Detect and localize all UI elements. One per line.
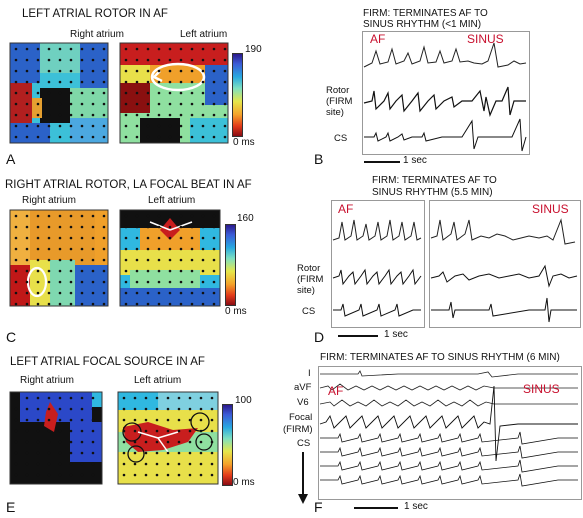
panel-e-right-atrium-label: Right atrium: [20, 375, 74, 386]
panel-d-title-line1: FIRM: TERMINATES AF TO: [372, 175, 497, 186]
panel-c-right-atrium-map: [9, 209, 109, 307]
panel-e-letter: E: [6, 499, 16, 515]
panel-c-left-atrium-label: Left atrium: [148, 195, 196, 206]
panel-d-rotor-label-1: Rotor: [297, 263, 321, 274]
panel-b-rotor-label-1: Rotor: [326, 85, 350, 96]
panel-d-scalebar-label: 1 sec: [384, 329, 408, 340]
panel-f-letter: F: [314, 499, 323, 515]
panel-d-af-label: AF: [338, 202, 354, 216]
panel-d-rotor-label-3: site): [297, 285, 315, 296]
panel-f-focal-label: Focal: [289, 412, 313, 423]
panel-b-letter: B: [314, 151, 324, 167]
panel-a-title: LEFT ATRIAL ROTOR IN AF: [22, 8, 168, 20]
panel-d-cs-label: CS: [302, 306, 316, 317]
panel-f-cs-label: CS: [297, 438, 311, 449]
panel-b-rotor-label-3: site): [326, 107, 344, 118]
panel-e-scale-min: 0 ms: [233, 477, 255, 488]
panel-e-left-atrium-map: [117, 391, 219, 485]
panel-b-scalebar: [364, 161, 400, 163]
panel-e-title: LEFT ATRIAL FOCAL SOURCE IN AF: [10, 356, 205, 368]
panel-a-colorbar: [232, 53, 243, 137]
panel-e-colorbar: [222, 404, 233, 486]
panel-d-letter: D: [314, 329, 325, 345]
panel-e-right-atrium-map: [9, 391, 103, 485]
panel-c-right-atrium-label: Right atrium: [22, 195, 76, 206]
panel-a-scale-min: 0 ms: [233, 137, 255, 148]
panel-f-scalebar-label: 1 sec: [404, 501, 428, 512]
panel-b-rotor-label-2: (FIRM: [326, 96, 353, 107]
panel-f-af-label: AF: [328, 384, 344, 398]
panel-d-title-line2: SINUS RHYTHM (5.5 MIN): [372, 187, 493, 198]
panel-d-trace-box-right: [429, 200, 581, 328]
panel-d-sinus-label: SINUS: [532, 202, 569, 216]
panel-f-arrow: [298, 452, 308, 504]
panel-c-scale-max: 160: [237, 213, 254, 224]
panel-a-right-atrium-label: Right atrium: [70, 29, 124, 40]
panel-c-colorbar: [225, 224, 236, 306]
panel-b-traces: [363, 42, 527, 152]
panel-e-left-atrium-label: Left atrium: [134, 375, 182, 386]
panel-b-title-line2: SINUS RHYTHM (<1 MIN): [363, 19, 482, 30]
panel-b-af-label: AF: [370, 32, 386, 46]
panel-a-letter: A: [6, 151, 16, 167]
panel-d-rotor-label-2: (FIRM: [297, 274, 324, 285]
panel-b-cs-label: CS: [334, 133, 348, 144]
panel-c-title: RIGHT ATRIAL ROTOR, LA FOCAL BEAT IN AF: [5, 179, 252, 191]
panel-d-scalebar: [338, 335, 378, 337]
panel-d-traces-left: [332, 219, 422, 317]
panel-f-trace-box: [318, 366, 582, 500]
panel-f-firm-label: (FIRM): [283, 424, 313, 435]
panel-b-trace-box: [362, 31, 530, 155]
panel-e-scale-max: 100: [235, 395, 252, 406]
panel-f-traces: [319, 370, 578, 487]
panel-a-left-atrium-label: Left atrium: [180, 29, 228, 40]
panel-f-lead-i-label: I: [308, 368, 311, 379]
panel-a-left-atrium-map: [119, 42, 229, 144]
panel-d-traces-right: [430, 218, 578, 323]
panel-b-title-line1: FIRM: TERMINATES AF TO: [363, 8, 488, 19]
panel-f-lead-avf-label: aVF: [294, 382, 312, 393]
panel-b-scalebar-label: 1 sec: [403, 155, 427, 166]
panel-c-scale-min: 0 ms: [225, 306, 247, 317]
panel-b-sinus-label: SINUS: [467, 32, 504, 46]
panel-f-scalebar: [354, 507, 398, 509]
panel-f-sinus-label: SINUS: [523, 382, 560, 396]
panel-a-right-atrium-map: [9, 42, 109, 144]
panel-f-lead-v6-label: V6: [297, 397, 309, 408]
panel-c-letter: C: [6, 329, 17, 345]
panel-a-scale-max: 190: [245, 44, 262, 55]
panel-f-title: FIRM: TERMINATES AF TO SINUS RHYTHM (6 M…: [320, 352, 560, 363]
panel-c-left-atrium-map: [119, 209, 221, 307]
